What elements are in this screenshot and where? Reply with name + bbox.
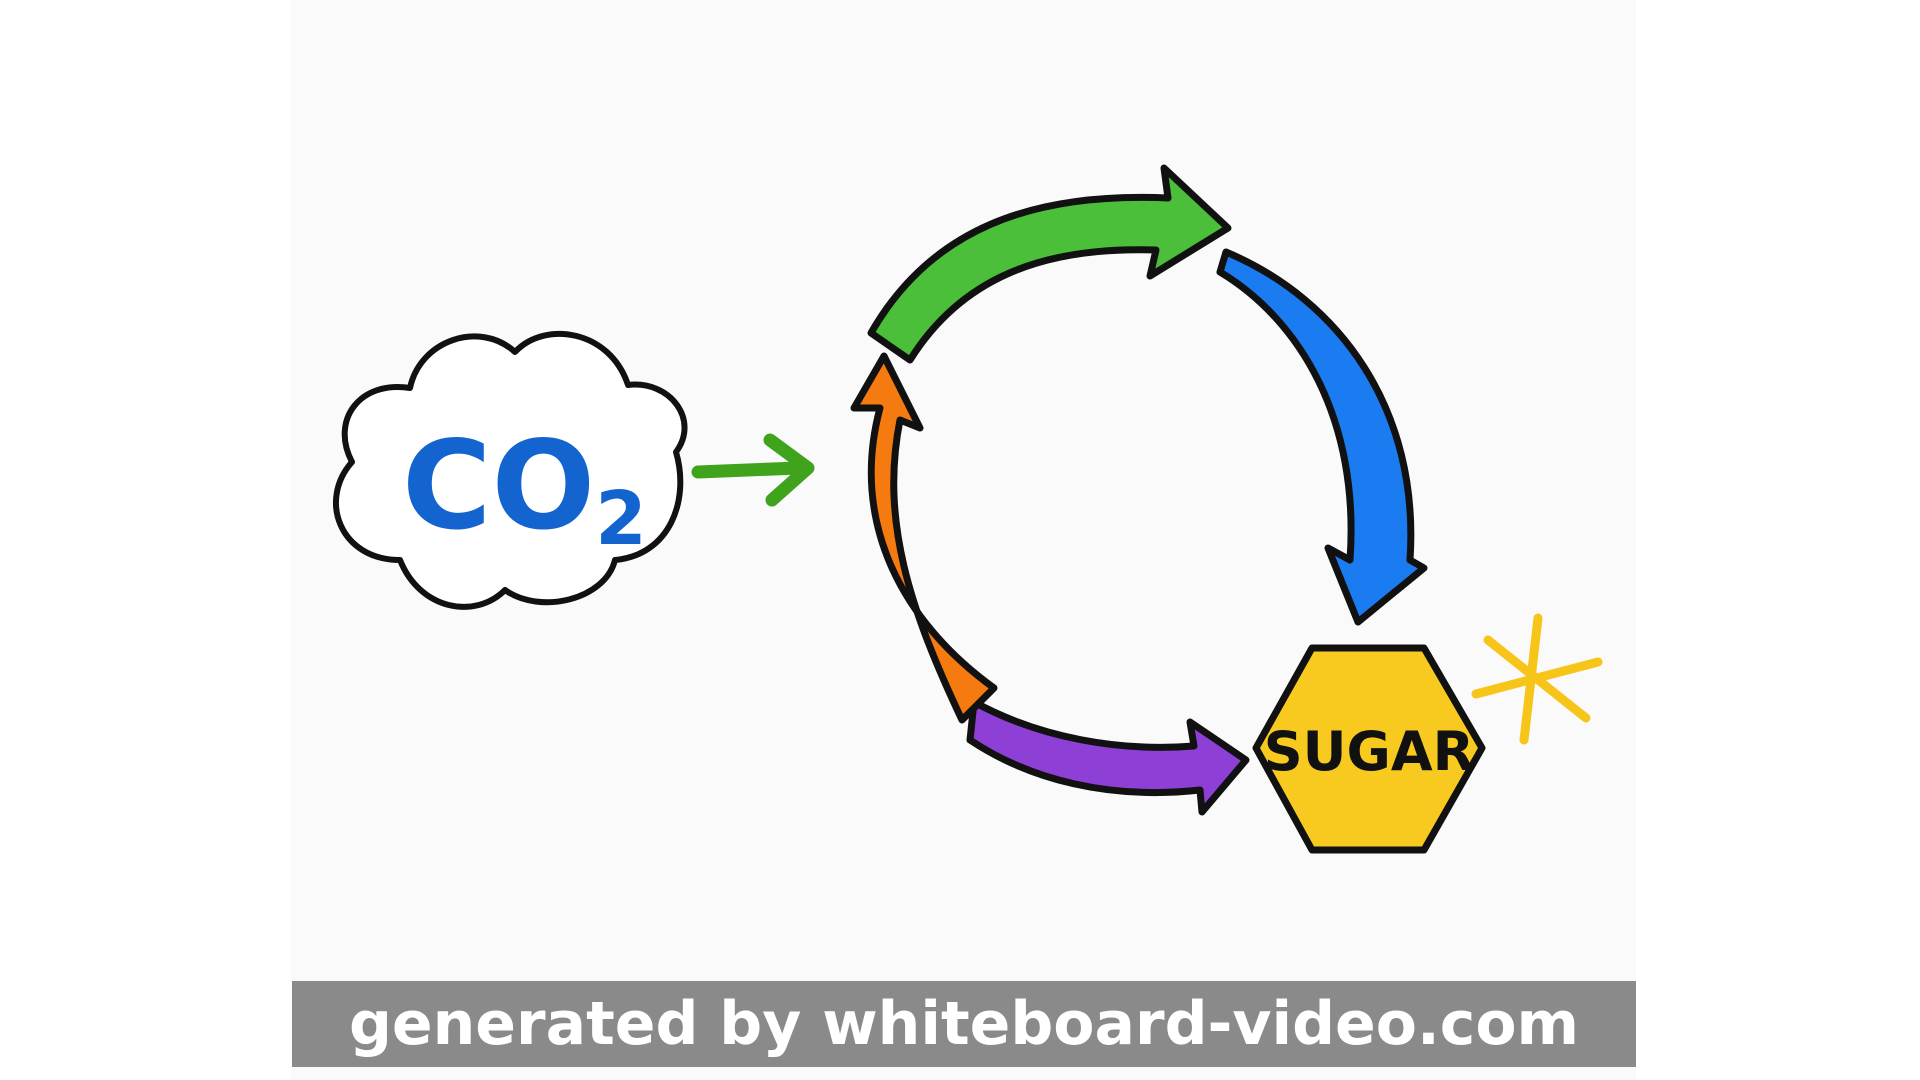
cycle-arrow-blue (1216, 248, 1428, 626)
input-arrow (691, 433, 815, 507)
cycle-arrow-purple (966, 698, 1250, 816)
sugar-label: SUGAR (1264, 720, 1474, 783)
co2-label: CO2 (402, 415, 647, 562)
co2-main: CO (402, 415, 595, 557)
cloud-shape (333, 330, 688, 610)
hexagon-shape (1252, 644, 1486, 854)
co2-cloud: CO2 (333, 330, 688, 610)
watermark-banner: generated by whiteboard-video.com (292, 981, 1636, 1067)
sugar-hexagon: SUGAR (1252, 644, 1486, 854)
co2-subscript: 2 (595, 476, 647, 562)
cycle-arrow-green (867, 164, 1232, 364)
cycle-arrow-orange (850, 352, 998, 724)
sparkle-icon (1471, 613, 1603, 745)
